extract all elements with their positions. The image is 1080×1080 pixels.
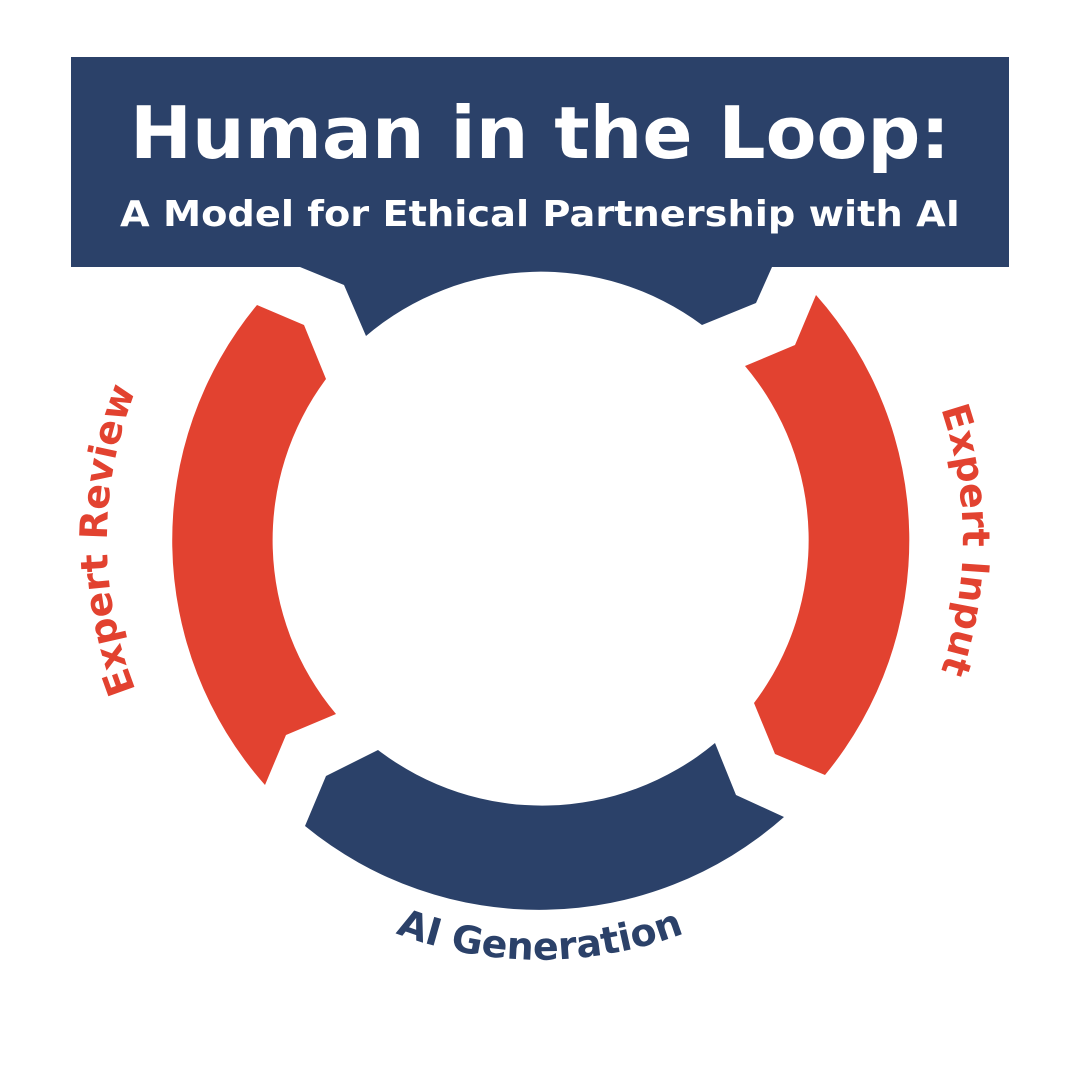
page-title: Human in the Loop: — [130, 91, 950, 175]
ai-generation-label-text: AI Generation — [393, 900, 688, 969]
expert-review-label: Expert Review — [72, 378, 144, 702]
title-banner: Human in the Loop: A Model for Ethical P… — [71, 57, 1009, 336]
expert-review-label-text: Expert Review — [72, 378, 144, 702]
page-subtitle: A Model for Ethical Partnership with AI — [120, 194, 960, 235]
ai-generation-arc — [305, 743, 784, 910]
expert-input-label: Expert Input — [932, 398, 997, 681]
expert-review-arc — [172, 305, 336, 785]
expert-input-label-text: Expert Input — [932, 398, 997, 681]
title-banner-shape — [71, 57, 1009, 336]
expert-input-arc — [745, 295, 910, 775]
ai-generation-label: AI Generation — [393, 900, 688, 969]
